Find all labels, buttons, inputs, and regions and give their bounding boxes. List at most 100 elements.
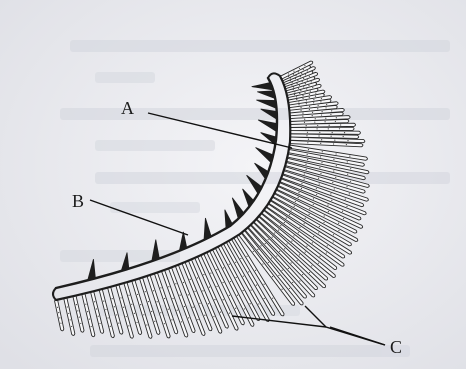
filament-stipple	[316, 128, 317, 129]
filament-stipple	[304, 92, 305, 93]
filament-stipple	[214, 299, 215, 300]
filament-stipple	[199, 303, 200, 304]
filament-stipple	[89, 318, 90, 319]
filament-stipple	[294, 206, 295, 207]
filament-stipple	[335, 153, 336, 154]
filament-stipple	[308, 149, 309, 150]
filament-stipple	[296, 99, 297, 100]
filament-stipple	[338, 230, 339, 231]
filament-stipple	[60, 323, 61, 324]
filament-stipple	[59, 317, 60, 318]
filament-stipple	[301, 188, 302, 189]
filament-stipple	[268, 262, 269, 263]
filament-stipple	[248, 271, 249, 272]
filament-stipple	[307, 159, 308, 160]
filament-stipple	[315, 118, 316, 119]
filament-stipple	[87, 311, 88, 312]
filament-stipple	[330, 193, 331, 194]
filament-stipple	[235, 262, 236, 263]
filament-stipple	[308, 139, 309, 140]
filament-stipple	[284, 248, 285, 249]
filament-stipple	[237, 295, 238, 296]
filament-stipple	[306, 169, 307, 170]
filament-stipple	[304, 119, 305, 120]
filament-stipple	[309, 94, 310, 95]
filament-stipple	[303, 69, 304, 70]
filament-stipple	[71, 326, 72, 327]
filament-stipple	[114, 306, 115, 307]
filament-stipple	[318, 105, 319, 106]
filament-stipple	[331, 200, 332, 201]
filament-stipple	[128, 295, 129, 296]
filament-stipple	[333, 241, 334, 242]
filament-stipple	[309, 214, 310, 215]
filament-stipple	[347, 161, 348, 162]
filament-stipple	[318, 232, 319, 233]
filament-stipple	[321, 139, 322, 140]
filament-stipple	[272, 298, 273, 299]
filament-stipple	[110, 326, 111, 327]
filament-stipple	[120, 297, 121, 298]
filament-stipple	[246, 256, 247, 257]
filament-stipple	[315, 96, 316, 97]
filament-stipple	[319, 226, 320, 227]
filament-stipple	[118, 323, 119, 324]
filament-stipple	[188, 317, 189, 318]
filament-stipple	[320, 143, 321, 144]
filament-stipple	[256, 285, 257, 286]
filament-stipple	[288, 73, 289, 74]
filament-stipple	[289, 288, 290, 289]
filament-stipple	[262, 263, 263, 264]
filament-stipple	[216, 269, 217, 270]
filament-stipple	[284, 222, 285, 223]
filament-stipple	[296, 96, 297, 97]
filament-stipple	[157, 301, 158, 302]
filament-stipple	[300, 76, 301, 77]
filament-stipple	[229, 295, 230, 296]
filament-stipple	[265, 243, 266, 244]
filament-stipple	[116, 314, 117, 315]
filament-stipple	[327, 204, 328, 205]
filament-stipple	[306, 125, 307, 126]
filament-stipple	[304, 122, 305, 123]
filament-stipple	[319, 167, 320, 168]
filament-stipple	[320, 101, 321, 102]
filament-stipple	[209, 287, 210, 288]
filament-stipple	[307, 142, 308, 143]
filament-stipple	[193, 307, 194, 308]
filament-stipple	[282, 270, 283, 271]
filament-stipple	[324, 215, 325, 216]
filament-stipple	[313, 204, 314, 205]
filament-stipple	[194, 291, 195, 292]
filament-stipple	[137, 294, 138, 295]
filament-stipple	[271, 257, 272, 258]
filament-stipple	[335, 177, 336, 178]
filament-stipple	[68, 313, 69, 314]
filament-stipple	[313, 198, 314, 199]
filament-stipple	[164, 323, 165, 324]
filament-stipple	[301, 183, 302, 184]
filament-stipple	[322, 111, 323, 112]
filament-stipple	[128, 325, 129, 326]
filament-stipple	[318, 135, 319, 136]
filament-stipple	[309, 76, 310, 77]
filament-stipple	[310, 91, 311, 92]
filament-stipple	[302, 95, 303, 96]
filament-stipple	[229, 264, 230, 265]
filament-stipple	[143, 314, 144, 315]
filament-stipple	[85, 304, 86, 305]
filament-stipple	[336, 165, 337, 166]
filament-stipple	[346, 186, 347, 187]
filament-stipple	[331, 136, 332, 137]
filament-stipple	[346, 144, 347, 145]
filament-stipple	[172, 298, 173, 299]
filament-stipple	[304, 223, 305, 224]
filament-stipple	[330, 114, 331, 115]
filament-stipple	[312, 115, 313, 116]
filament-stipple	[306, 135, 307, 136]
filament-stipple	[305, 128, 306, 129]
filament-stipple	[70, 319, 71, 320]
filament-stipple	[300, 90, 301, 91]
filament-stipple	[305, 74, 306, 75]
filament-stipple	[299, 68, 300, 69]
